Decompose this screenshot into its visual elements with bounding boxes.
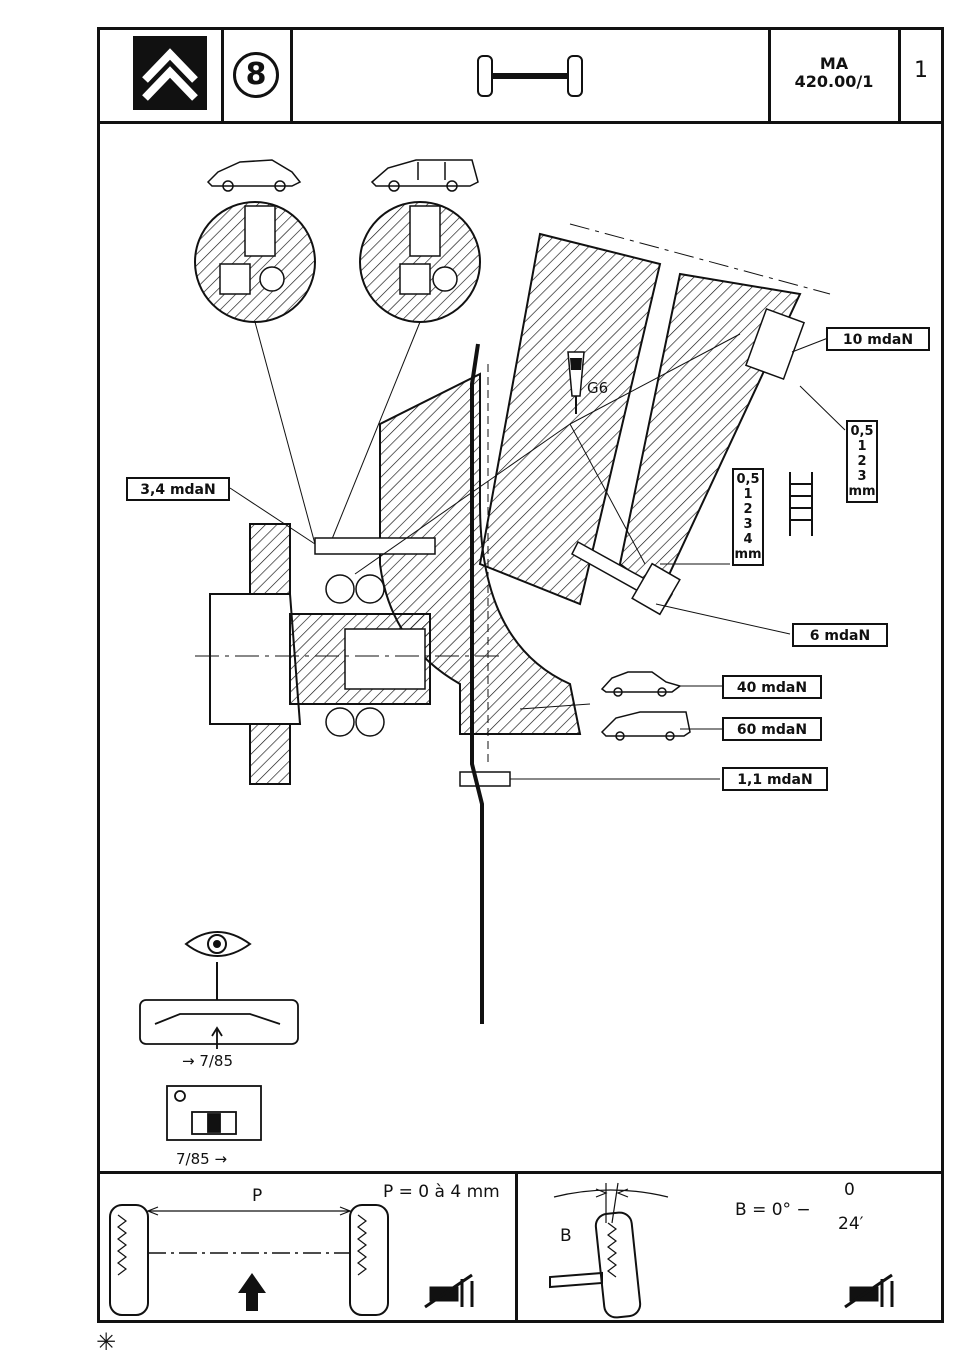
page-frame — [97, 27, 944, 1323]
wheel-hub — [195, 523, 500, 785]
hatchback-car-icon — [206, 159, 302, 192]
no-adjustment-icon-right — [844, 1273, 894, 1309]
estate-car-icon — [370, 159, 479, 192]
camber-formula-main: B = 0° − — [735, 1200, 811, 1220]
camber-measurement-diagram — [549, 1182, 894, 1319]
header-col-3 — [768, 27, 771, 122]
reference-before-7-85: → 7/85 — [182, 1052, 234, 1070]
shim-right-0: 0,5 — [850, 424, 874, 439]
caliper-bolt — [314, 537, 436, 555]
torque-top-fixing: 10 mdaN — [826, 327, 930, 351]
hatchback-car-small-icon — [600, 671, 682, 697]
header-col-4 — [898, 27, 901, 122]
grease-reference: G6 — [587, 379, 609, 397]
forward-arrow-icon — [238, 1273, 266, 1311]
torque-hub-nut-estate: 60 mdaN — [722, 717, 822, 741]
shim-center-3: 3 — [743, 517, 753, 532]
toe-measurement-diagram — [109, 1204, 474, 1316]
toe-formula: P = 0 à 4 mm — [383, 1182, 500, 1202]
shim-thickness-list-center: 0,5 1 2 3 4 mm — [732, 468, 764, 566]
detail-circle-hatchback — [194, 201, 316, 323]
shim-right-2: 2 — [857, 454, 867, 469]
toe-label-p: P — [252, 1186, 263, 1206]
camber-formula-lower: 24′ — [838, 1214, 864, 1234]
page-number: 1 — [914, 58, 928, 83]
torque-caliper-screw: 3,4 mdaN — [126, 477, 230, 501]
eye-icon — [184, 931, 252, 1000]
citroen-chevrons-icon — [133, 36, 207, 110]
header-col-1 — [221, 27, 224, 122]
footer-asterisk: ✳ — [96, 1328, 117, 1356]
torque-shield-screw: 1,1 mdaN — [722, 767, 828, 791]
camber-label-b: B — [560, 1226, 572, 1246]
shim-thickness-list-right: 0,5 1 2 3 mm — [846, 420, 878, 503]
header-col-2 — [290, 27, 293, 122]
brake-shield — [470, 343, 484, 1024]
no-adjustment-icon — [424, 1273, 474, 1309]
strut-body — [478, 223, 831, 606]
doc-code-line2: 420.00/1 — [794, 72, 874, 91]
grease-tube-icon — [567, 351, 585, 414]
torque-clamp-bolt: 6 mdaN — [792, 623, 888, 647]
section-number: 8 — [233, 52, 279, 98]
shim-right-1: 1 — [857, 439, 867, 454]
shim-center-0: 0,5 — [736, 472, 760, 487]
axle-icon — [477, 55, 583, 97]
leader-lines — [229, 333, 846, 780]
footer-col — [515, 1171, 518, 1323]
shim-center-4: 4 — [743, 532, 753, 547]
brake-shield-screw — [459, 771, 511, 787]
brake-warning-label-icon — [166, 1085, 262, 1141]
front-hub-cross-section-drawing — [139, 159, 846, 1141]
torque-hub-nut-hatchback: 40 mdaN — [722, 675, 822, 699]
shim-stack-icon — [789, 472, 813, 536]
estate-car-small-icon — [600, 711, 691, 741]
doc-code: MA 420.00/1 — [770, 55, 898, 91]
footer-divider — [97, 1171, 944, 1174]
wheel-bearing — [325, 574, 385, 737]
brake-pad-wear-gauge — [139, 999, 299, 1049]
camber-formula-upper: 0 — [844, 1180, 855, 1200]
doc-code-line1: MA — [819, 54, 849, 73]
shim-right-4: mm — [848, 484, 876, 499]
shim-center-1: 1 — [743, 487, 753, 502]
detail-circle-estate — [359, 201, 481, 323]
shim-center-2: 2 — [743, 502, 753, 517]
header-divider — [97, 121, 944, 124]
shim-center-5: mm — [734, 547, 762, 562]
reference-after-7-85: 7/85 → — [176, 1150, 228, 1168]
shim-right-3: 3 — [857, 469, 867, 484]
